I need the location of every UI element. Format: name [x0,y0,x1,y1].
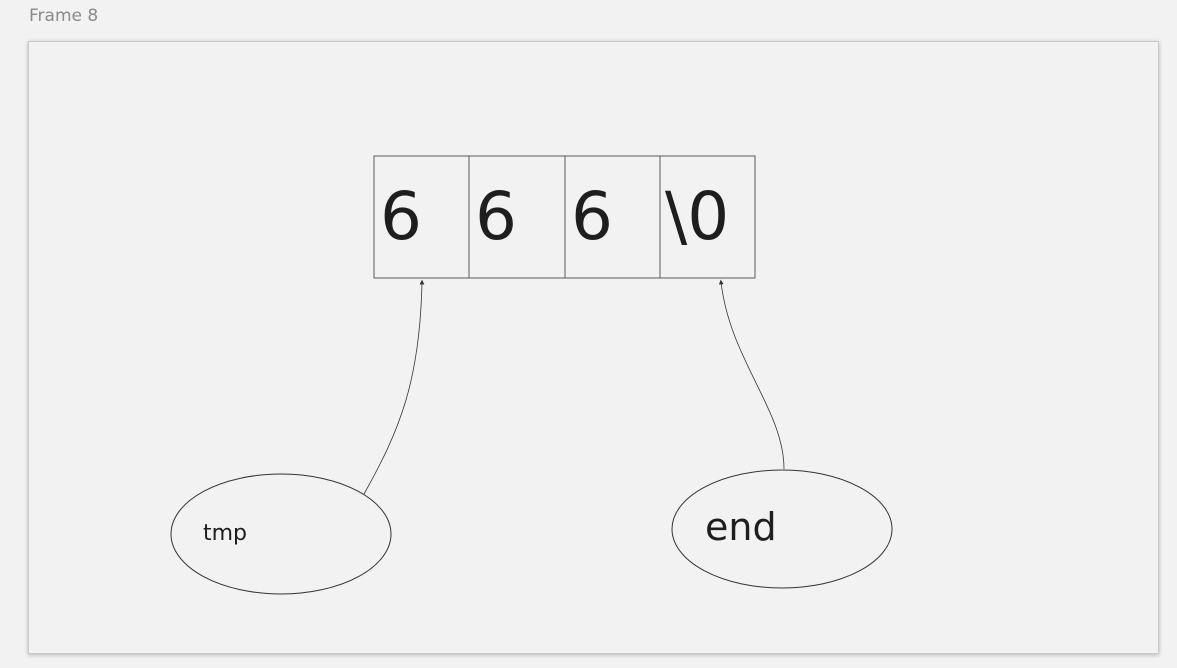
array-cell-3-value: \0 [665,178,729,255]
tmp-ellipse[interactable] [170,473,392,595]
tmp-label: tmp [203,521,247,546]
array-cell-0-value: 6 [380,178,422,255]
tmp-pointer: tmp [170,279,425,595]
end-arrow[interactable] [718,279,785,470]
end-pointer: end [671,279,893,589]
array-cell-2-value: 6 [571,178,613,255]
array-cell-3[interactable] [659,155,756,279]
end-label: end [705,505,777,549]
array-cell-1-value: 6 [475,178,517,255]
tmp-arrow[interactable] [363,279,425,495]
end-ellipse[interactable] [671,469,893,589]
frame-title[interactable]: Frame 8 [29,6,99,26]
array: 6 6 6 \0 [373,155,756,279]
frame[interactable] [28,41,1159,654]
